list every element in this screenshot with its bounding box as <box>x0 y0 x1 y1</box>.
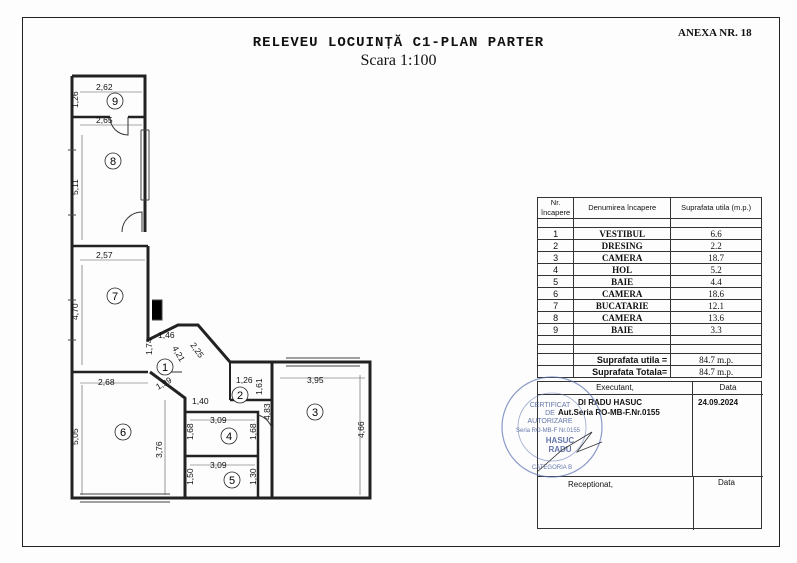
dim-6-width: 2,68 <box>98 377 115 387</box>
room-1-label: 1 <box>162 362 168 374</box>
dim-8-height: 5,11 <box>70 179 80 195</box>
room-3-label: 3 <box>312 407 318 419</box>
document-scale: Scara 1:100 <box>360 52 437 69</box>
dim-hol-top: 1,40 <box>192 396 209 406</box>
room-area-table: Nr. încapere Denumirea încapere Suprafat… <box>536 197 762 378</box>
room-2-label: 2 <box>237 390 243 402</box>
room-5-label: 5 <box>229 475 235 487</box>
plan-doors <box>109 116 274 441</box>
dim-5-height: 1,50 <box>185 468 195 485</box>
receptionat-label: Receptionat, <box>568 480 613 489</box>
dim-4-width: 3,09 <box>210 415 227 425</box>
stamp-line-5: HASUC <box>546 436 575 445</box>
dim-1-d: 4,21 <box>170 344 187 364</box>
stamp-line-2: DE <box>545 410 555 417</box>
dim-9-width: 2,62 <box>96 82 113 92</box>
plan-walls <box>70 74 372 500</box>
executant-authorization: Aut.Seria RO-MB-F.Nr.0155 <box>558 408 660 417</box>
dim-2-height: 1,61 <box>254 378 264 395</box>
dim-1-c: 2,25 <box>188 340 206 360</box>
dim-4-height-right: 1,68 <box>248 423 258 440</box>
authorization-stamp: CERTIFICAT DE AUTORIZARE Seria RO-MB-F N… <box>501 376 603 478</box>
room-6-label: 6 <box>120 427 126 439</box>
plan-dimension-lines <box>80 91 365 495</box>
col-area-header: Suprafata utila (m.p.) <box>670 197 762 219</box>
stamp-line-6: RADU <box>548 445 571 454</box>
dim-8-width: 2,65 <box>96 115 113 125</box>
dim-9-height: 1,26 <box>70 91 80 108</box>
room-4-label: 4 <box>226 431 232 443</box>
total-area-row: Suprafata Totala=84.7 m.p. <box>536 365 762 378</box>
dim-7-height: 4,70 <box>70 303 80 320</box>
plan-windows <box>68 129 360 503</box>
dim-3-height: 4,66 <box>356 421 366 438</box>
executant-header: Executant, <box>538 382 693 395</box>
date-header: Data <box>693 382 763 395</box>
dim-6-inner: 3,76 <box>154 441 164 458</box>
col-nr-header: Nr. încapere <box>536 197 575 219</box>
dim-4-height-left: 1,68 <box>185 423 195 440</box>
dim-2-width: 1,26 <box>236 375 253 385</box>
annex-label: ANEXA NR. 18 <box>678 27 752 39</box>
stamp-line-7: CATEGORIA B <box>532 465 572 471</box>
document-title: RELEVEU LOCUINȚĂ C1-PLAN PARTER <box>252 35 545 51</box>
signature-scribble <box>536 431 603 473</box>
stamp-line-4: Seria RO-MB-F Nr.0155 <box>516 428 581 434</box>
executant-date: 24.09.2024 <box>698 398 739 407</box>
dim-3-width: 3,95 <box>307 375 324 385</box>
dim-1-a: 1,46 <box>158 330 175 340</box>
date-header-2: Data <box>718 478 735 487</box>
dim-5-width: 3,09 <box>210 460 227 470</box>
stamp-line-3: AUTORIZARE <box>528 418 573 425</box>
executant-name: Dl RADU HASUC <box>578 398 642 407</box>
room-8-label: 8 <box>110 156 116 168</box>
plan-dimension-labels: 2,62 1,26 2,65 5,11 2,57 4,70 1,46 1,74 … <box>70 82 366 485</box>
plan-room-markers: 9 8 7 1 2 3 4 5 6 <box>104 92 324 489</box>
stamp-line-1: CERTIFICAT <box>530 402 571 409</box>
dim-7-width: 2,57 <box>96 250 113 260</box>
dim-1-b: 1,74 <box>144 338 154 355</box>
dim-6-height: 5,05 <box>70 428 80 445</box>
page-frame <box>22 17 780 547</box>
signature-block: Executant, Data Dl RADU HASUC Aut.Seria … <box>537 381 763 530</box>
col-name-header: Denumirea încapere <box>573 197 672 219</box>
room-9-label: 9 <box>112 96 118 108</box>
util-area-row: Suprafata utila =84.7 m.p. <box>536 353 762 366</box>
dim-3-inner: 4,83 <box>262 403 272 420</box>
room-7-label: 7 <box>112 291 118 303</box>
dim-5-height-right: 1,30 <box>248 468 258 485</box>
